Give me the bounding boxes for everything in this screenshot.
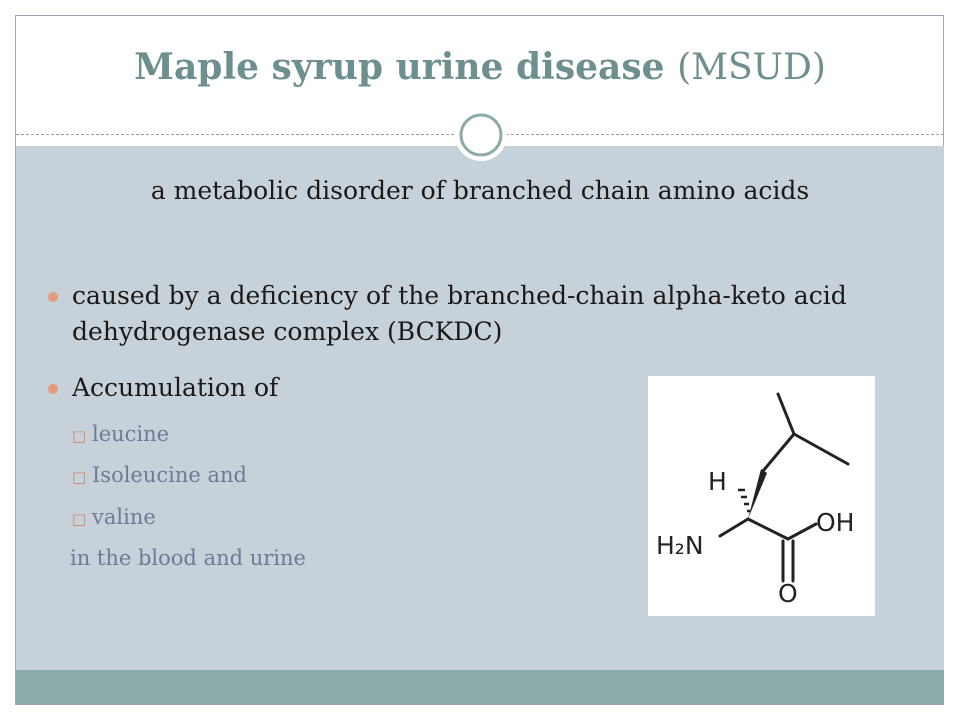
sub-item-valine: □ valine bbox=[72, 505, 156, 529]
slide-title: Maple syrup urine disease (MSUD) bbox=[16, 46, 944, 88]
sub-item-label: Isoleucine and bbox=[92, 463, 247, 487]
bullet-text: caused by a deficiency of the branched-c… bbox=[72, 281, 847, 346]
atom-label-h: H bbox=[708, 467, 727, 496]
sub-item-label: leucine bbox=[92, 422, 170, 446]
bullet-item-cause: caused by a deficiency of the branched-c… bbox=[48, 278, 888, 350]
title-main: Maple syrup urine disease bbox=[134, 46, 665, 88]
bullet-marker-icon bbox=[48, 292, 58, 302]
sub-item-isoleucine: □ Isoleucine and bbox=[72, 463, 247, 487]
atom-label-h2n: H₂N bbox=[656, 531, 704, 560]
atom-label-o: O bbox=[778, 579, 798, 608]
bullet-marker-icon bbox=[48, 384, 58, 394]
square-marker-icon: □ bbox=[72, 427, 87, 445]
footer-band bbox=[16, 670, 944, 704]
square-marker-icon: □ bbox=[72, 510, 87, 528]
leucine-structure-image: H H₂N OH O bbox=[648, 376, 875, 616]
circle-ornament-icon bbox=[455, 109, 507, 161]
slide-subtitle: a metabolic disorder of branched chain a… bbox=[150, 176, 810, 205]
atom-label-oh: OH bbox=[816, 508, 854, 537]
title-abbreviation: (MSUD) bbox=[677, 47, 826, 88]
trailing-text: in the blood and urine bbox=[70, 546, 306, 570]
sub-item-label: valine bbox=[92, 505, 156, 529]
sub-item-leucine: □ leucine bbox=[72, 422, 169, 446]
bullet-text: Accumulation of bbox=[72, 373, 279, 402]
bullet-item-accumulation: Accumulation of bbox=[48, 370, 888, 406]
square-marker-icon: □ bbox=[72, 468, 87, 486]
